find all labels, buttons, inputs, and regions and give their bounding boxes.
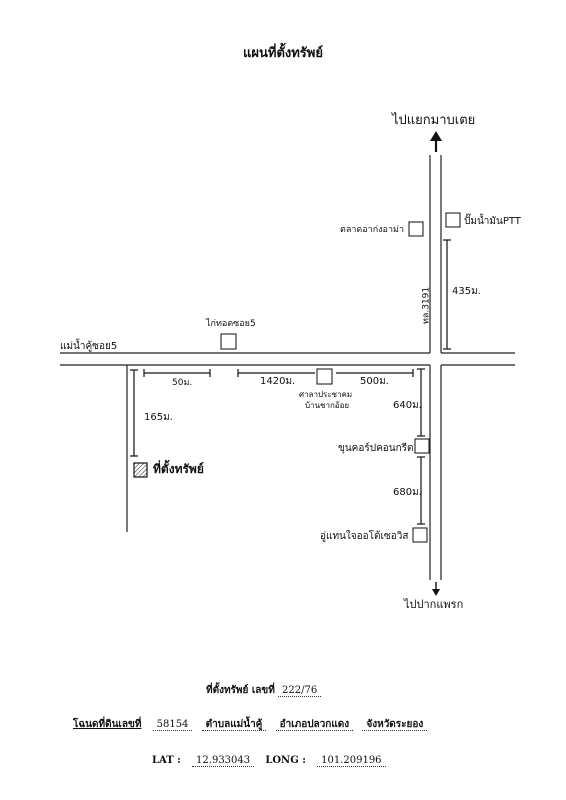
footer-address-line: ที่ตั้งทรัพย์ เลขที่ 222/76 (206, 683, 322, 698)
long-label: LONG : (265, 755, 306, 766)
sala-landmark-box (316, 368, 333, 385)
lat-value: 12.933043 (192, 755, 255, 767)
market-label: ตลาดอาก่งอาม่า (340, 225, 405, 235)
auto-label: อู่แทนใจออโต้เซอวิส (320, 531, 409, 542)
kaithod-label: ไก่ทอดซอย5 (206, 319, 256, 329)
soi-road-label: แม่น้ำคู้ซอย5 (60, 341, 118, 352)
deed-value: 58154 (152, 719, 193, 731)
dist-680-label: 680ม. (393, 487, 422, 498)
property-marker-box (133, 462, 148, 478)
amphoe-value: อำเภอปลวกแดง (275, 719, 354, 731)
auto-landmark-box (412, 527, 428, 543)
south-arrow-icon (432, 582, 440, 596)
ptt-label: ปั๊มน้ำมันPTT (464, 216, 521, 227)
dist-165-label: 165ม. (144, 412, 173, 423)
dist-50-label: 50ม. (172, 378, 193, 388)
footer-deed-line: โฉนดที่ดินเลขที่ 58154 ตำบลแม่น้ำคู้ อำเ… (73, 717, 428, 732)
dist-640-label: 640ม. (393, 400, 422, 411)
deed-label: โฉนดที่ดินเลขที่ (73, 719, 142, 730)
north-destination-label: ไปแยกมาบเตย (392, 113, 476, 128)
footer-coordinates-line: LAT : 12.933043 LONG : 101.209196 (152, 755, 386, 767)
dist-435-label: 435ม. (452, 286, 481, 297)
sala-label-line2: บ้านชากอ้อย (305, 401, 350, 410)
property-label: ที่ตั้งทรัพย์ (153, 462, 204, 476)
ptt-landmark-box (445, 212, 461, 228)
long-value: 101.209196 (317, 755, 386, 767)
road-3191-label: ทล.3191 (421, 286, 432, 325)
address-label: ที่ตั้งทรัพย์ เลขที่ (206, 685, 275, 696)
dist-1420-label: 1420ม. (260, 376, 296, 387)
address-value: 222/76 (278, 685, 322, 697)
north-arrow-icon (430, 131, 442, 152)
market-landmark-box (408, 221, 424, 237)
dist-500-label: 500ม. (360, 376, 389, 387)
south-destination-label: ไปปากแพรก (404, 598, 464, 611)
khun-label: ขุนคอร์ปคอนกรีต (338, 443, 414, 454)
khun-landmark-box (414, 438, 430, 454)
kaithod-landmark-box (220, 333, 237, 350)
lat-label: LAT : (152, 755, 181, 766)
tambon-value: ตำบลแม่น้ำคู้ (201, 719, 267, 731)
page-title: แผนที่ตั้งทรัพย์ (243, 46, 323, 61)
province-value: จังหวัดระยอง (362, 719, 428, 731)
sala-label-line1: ศาลาประชาคม (299, 390, 353, 399)
